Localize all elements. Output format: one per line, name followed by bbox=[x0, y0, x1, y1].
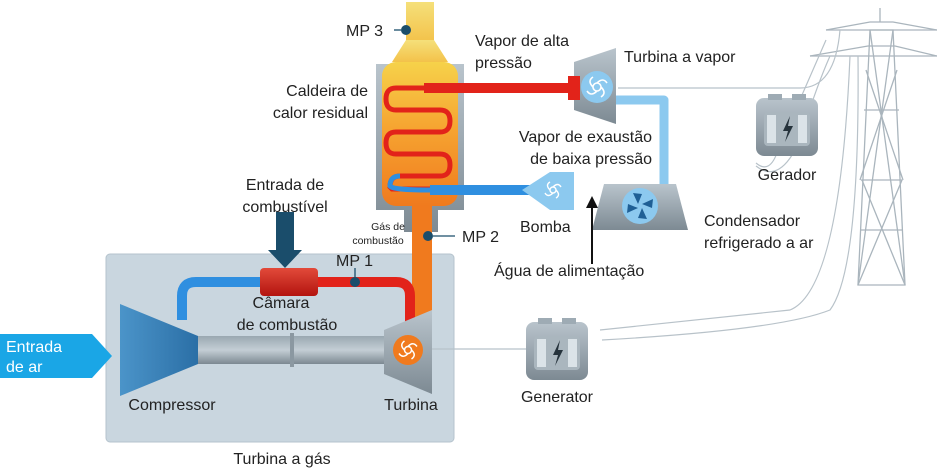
high-pressure-steam-label-1: Vapor de alta bbox=[475, 33, 569, 50]
power-pylon-icon bbox=[809, 8, 937, 286]
mp2-label: MP 2 bbox=[462, 229, 499, 246]
mp1-marker bbox=[350, 277, 360, 287]
stack bbox=[406, 2, 434, 42]
hrsg-label-1: Caldeira de bbox=[286, 83, 368, 100]
pump-label: Bomba bbox=[520, 219, 571, 236]
fan-icon bbox=[627, 193, 653, 219]
compressor bbox=[120, 304, 198, 396]
compressor-outlet-pipe bbox=[177, 277, 262, 320]
condenser-label-2: refrigerado a ar bbox=[704, 235, 814, 252]
mp3-label: MP 3 bbox=[346, 23, 383, 40]
combustion-chamber-label-2: de combustão bbox=[237, 317, 338, 334]
low-pressure-exhaust-pipe bbox=[614, 95, 669, 186]
mp2-marker bbox=[423, 231, 433, 241]
steam-turbine-label: Turbina a vapor bbox=[624, 49, 736, 66]
generator-top bbox=[756, 94, 818, 156]
combustion-chamber-label-1: Câmara bbox=[253, 295, 310, 312]
combustion-chamber bbox=[260, 268, 318, 296]
fuel-inlet-label-2: combustível bbox=[242, 199, 327, 216]
generator-bottom-label: Generator bbox=[521, 389, 594, 406]
fuel-inlet-arrow bbox=[268, 212, 302, 268]
fan-icon bbox=[398, 340, 418, 360]
fan-icon bbox=[586, 76, 608, 98]
air-inlet-arrow bbox=[0, 334, 112, 378]
feedwater-label: Água de alimentação bbox=[494, 261, 644, 280]
mp3-marker bbox=[401, 25, 411, 35]
air-inlet-label-1: Entrada bbox=[6, 339, 62, 356]
combustion-outlet-pipe bbox=[316, 277, 415, 336]
hrsg-label-2: calor residual bbox=[273, 105, 368, 122]
high-pressure-steam-label-2: pressão bbox=[475, 55, 532, 72]
condenser-label-1: Condensador bbox=[704, 213, 801, 230]
fuel-inlet-label-1: Entrada de bbox=[246, 177, 324, 194]
turbine-label: Turbina bbox=[384, 397, 438, 414]
lightning-bolt-icon bbox=[553, 340, 563, 366]
compressor-label: Compressor bbox=[128, 397, 216, 414]
flue-gas-label-1: Gás de bbox=[371, 221, 405, 233]
low-pressure-exhaust-label-1: Vapor de exaustão bbox=[519, 129, 652, 146]
gas-turbine-label: Turbina a gás bbox=[233, 451, 330, 468]
generator-bottom bbox=[526, 318, 588, 380]
flue-gas-label-2: combustão bbox=[352, 235, 404, 247]
generator-top-label: Gerador bbox=[758, 167, 817, 184]
air-inlet-label-2: de ar bbox=[6, 359, 43, 376]
lightning-bolt-icon bbox=[783, 116, 793, 142]
fan-icon bbox=[544, 181, 562, 199]
low-pressure-exhaust-label-2: de baixa pressão bbox=[530, 151, 652, 168]
boiler-coil bbox=[383, 85, 453, 192]
mp1-label: MP 1 bbox=[336, 253, 373, 270]
